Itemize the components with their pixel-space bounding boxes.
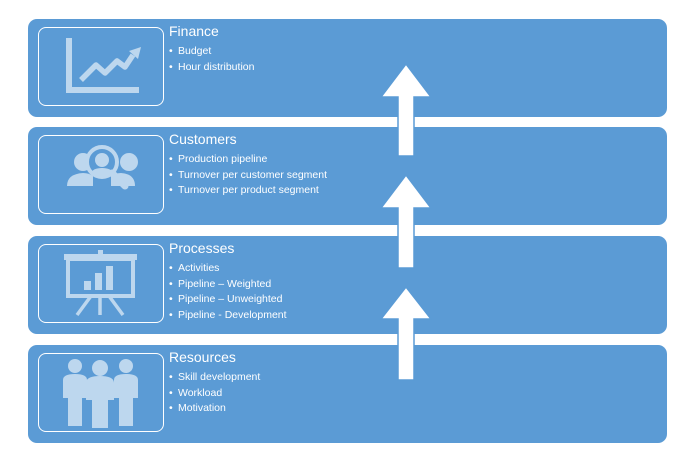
people-group-icon	[63, 359, 138, 428]
bullet-item: Hour distribution	[169, 60, 254, 76]
bullet-item: Pipeline – Unweighted	[169, 292, 287, 308]
customers-bullet-list: Production pipeline Turnover per custome…	[169, 152, 327, 199]
resources-panel: Resources Skill development Workload Mot…	[28, 345, 667, 443]
panel-title-finance: Finance	[169, 23, 219, 39]
people-magnifier-icon	[67, 145, 138, 190]
customers-icon-frame	[38, 135, 164, 214]
processes-panel: Processes Activities Pipeline – Weighted…	[28, 236, 667, 334]
processes-icon-frame	[38, 244, 164, 323]
panel-title-resources: Resources	[169, 349, 236, 365]
bullet-item: Skill development	[169, 370, 260, 386]
finance-panel: Finance Budget Hour distribution	[28, 19, 667, 117]
bullet-item: Motivation	[169, 401, 260, 417]
bullet-item: Pipeline - Development	[169, 308, 287, 324]
bullet-item: Activities	[169, 261, 287, 277]
resources-bullet-list: Skill development Workload Motivation	[169, 370, 260, 417]
bullet-item: Production pipeline	[169, 152, 327, 168]
customers-panel: Customers Production pipeline Turnover p…	[28, 127, 667, 225]
panel-title-customers: Customers	[169, 131, 237, 147]
bullet-item: Workload	[169, 386, 260, 402]
line-chart-icon	[66, 38, 141, 93]
bullet-item: Turnover per product segment	[169, 183, 327, 199]
presentation-board-icon	[64, 250, 137, 317]
panel-title-processes: Processes	[169, 240, 235, 256]
bullet-item: Pipeline – Weighted	[169, 277, 287, 293]
finance-icon-frame	[38, 27, 164, 106]
processes-bullet-list: Activities Pipeline – Weighted Pipeline …	[169, 261, 287, 323]
resources-icon-frame	[38, 353, 164, 432]
bullet-item: Budget	[169, 44, 254, 60]
finance-bullet-list: Budget Hour distribution	[169, 44, 254, 75]
bullet-item: Turnover per customer segment	[169, 168, 327, 184]
